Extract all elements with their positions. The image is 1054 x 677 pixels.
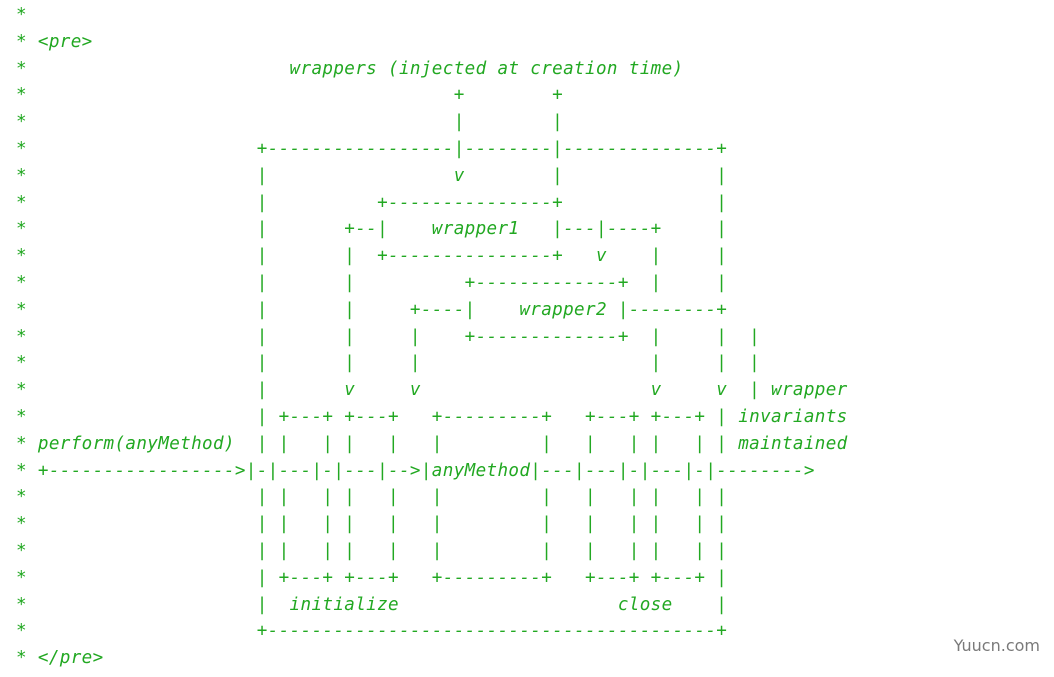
diagram-line: * </pre> xyxy=(16,648,104,669)
diagram-line: * | v | | xyxy=(16,165,728,186)
diagram-line: * | +---+ +---+ +---------+ +---+ +---+ … xyxy=(16,567,728,588)
diagram-line: * | +---------------+ | xyxy=(16,192,728,213)
diagram-line: * | +---+ +---+ +---------+ +---+ +---+ … xyxy=(16,406,848,427)
diagram-line: * <pre> xyxy=(16,31,93,52)
diagram-line: * | | +---------------+ v | | xyxy=(16,246,728,267)
diagram-line: * | | | | | | | | | | | | xyxy=(16,487,728,508)
diagram-line: * | | xyxy=(16,112,564,133)
diagram-line: * | | +----| wrapper2 |--------+ xyxy=(16,299,728,320)
diagram-line: * + + xyxy=(16,85,564,106)
diagram-line: * +-------------------------------------… xyxy=(16,621,728,642)
ascii-diagram: * * <pre> * wrappers (injected at creation… xyxy=(16,2,848,672)
diagram-line: * | | | +-------------+ | | | xyxy=(16,326,761,347)
diagram-line: * | | | | | | | | | | | | xyxy=(16,514,728,535)
watermark: Yuucn.com xyxy=(953,636,1040,655)
diagram-line: * +-----------------|--------|----------… xyxy=(16,138,728,159)
diagram-line: * xyxy=(16,5,27,25)
diagram-line: * perform(anyMethod) | | | | | | | | | |… xyxy=(16,433,848,454)
diagram-line: * | +--| wrapper1 |---|----+ | xyxy=(16,219,728,240)
diagram-line: * wrappers (injected at creation time) xyxy=(16,58,684,79)
diagram-line: * | | | | | | | | | | | | xyxy=(16,540,728,561)
diagram-line: * | v v v v | wrapper xyxy=(16,380,848,401)
diagram-line: * +----------------->|-|---|-|---|-->|an… xyxy=(16,460,815,481)
diagram-line: * | initialize close | xyxy=(16,594,728,615)
diagram-line: * | | | | | | xyxy=(16,353,761,374)
diagram-line: * | | +-------------+ | | xyxy=(16,272,728,293)
